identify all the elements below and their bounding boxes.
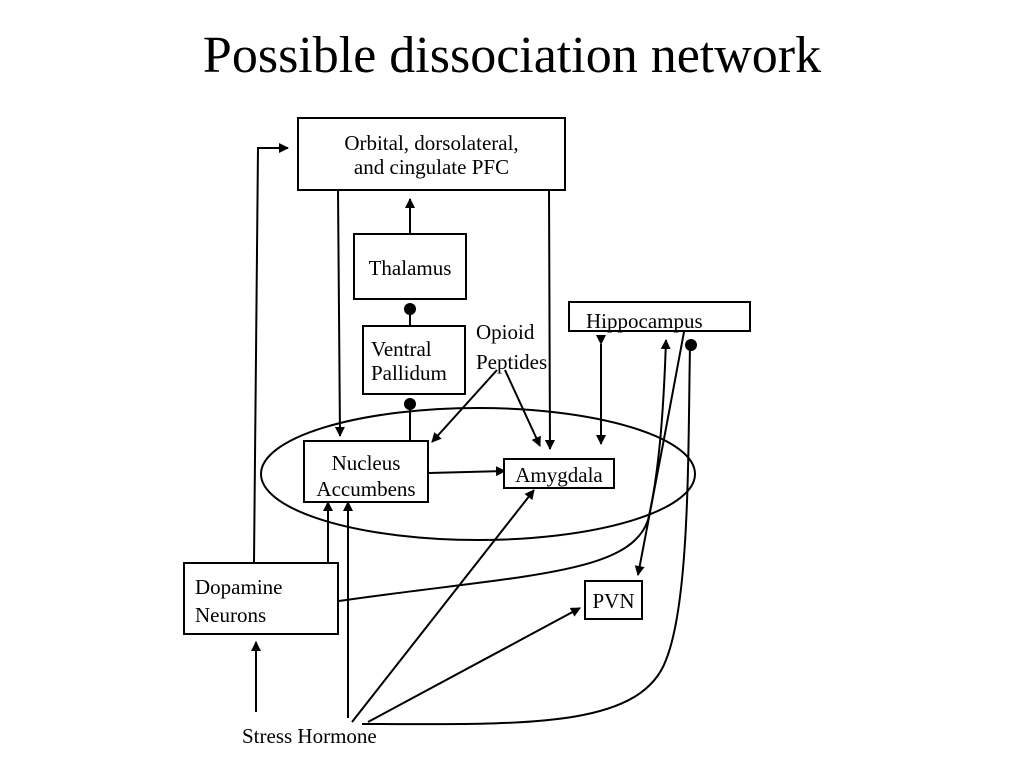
arrow-stress-to-pvn (367, 607, 581, 723)
opioid-label-line2: Peptides (476, 350, 548, 374)
slide-title: Possible dissociation network (202, 27, 822, 84)
dopamine-neurons-box: Dopamine Neurons (183, 562, 339, 635)
dopamine-label-line1: Dopamine (195, 575, 283, 599)
hippocampus-label: Hippocampus (586, 309, 703, 333)
pfc-label-line2: and cingulate PFC (353, 155, 510, 179)
pvn-label: PVN (592, 589, 635, 613)
nucleus-accumbens-label-line1: Nucleus (331, 451, 401, 475)
amygdala-box: Amygdala (503, 458, 615, 489)
pvn-box: PVN (584, 580, 643, 620)
dopamine-label-line2: Neurons (195, 603, 267, 627)
arrow-opioid-to-amygdala (504, 369, 541, 447)
hippocampus-box: Hippocampus (568, 301, 751, 332)
arrow-pfc-to-amygdala (544, 189, 555, 450)
ventral-pallidum-label-line2: Pallidum (371, 361, 447, 385)
thalamus-box: Thalamus (353, 233, 467, 300)
arrow-stress-to-amygdala (351, 489, 535, 723)
ventral-pallidum-box: Ventral Pallidum (362, 325, 466, 395)
inhibit-dot-hippocampus (685, 339, 697, 351)
nucleus-accumbens-box: Nucleus Accumbens (303, 440, 429, 503)
ventral-pallidum-label-line1: Ventral (371, 337, 432, 361)
limbic-ellipse (260, 407, 696, 541)
opioid-peptides-label: Opioid Peptides (476, 317, 547, 377)
arrow-dopamine-to-pfc (253, 143, 289, 563)
arrow-hippocampus-to-pvn (634, 331, 685, 576)
arrow-pfc-to-nacc (334, 189, 345, 437)
inhibit-dot-vp (404, 398, 416, 410)
inhibit-dot-thalamus (404, 303, 416, 315)
arrow-opioid-to-nacc (431, 369, 498, 443)
arrow-nacc-to-amygdala (428, 466, 506, 477)
stress-hormone-label: Stress Hormone (242, 724, 377, 748)
inhibit-stress-to-hippocampus (361, 345, 691, 726)
pfc-box: Orbital, dorsolateral, and cingulate PFC (297, 117, 566, 191)
amygdala-label: Amygdala (515, 463, 603, 487)
arrow-dopamine-to-hippocampus (338, 339, 671, 602)
thalamus-label: Thalamus (368, 256, 452, 280)
opioid-label-line1: Opioid (476, 320, 535, 344)
pfc-label-line1: Orbital, dorsolateral, (344, 131, 519, 155)
nucleus-accumbens-label-line2: Accumbens (316, 477, 416, 501)
